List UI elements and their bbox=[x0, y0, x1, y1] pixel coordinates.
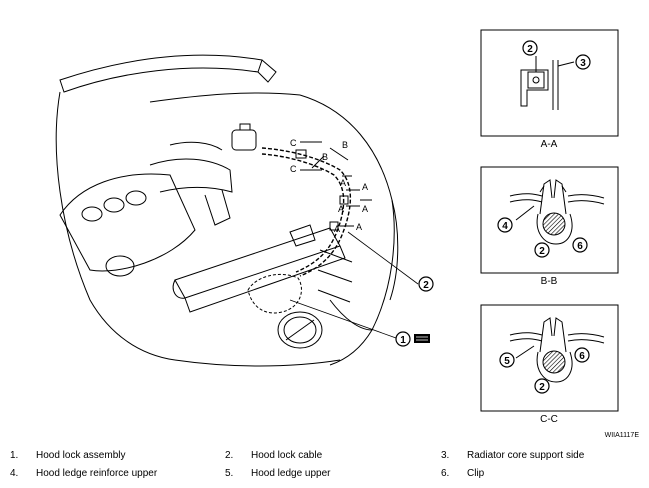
figure-reference: WIIA1117E bbox=[604, 432, 639, 439]
callout-lock-assembly: 1 bbox=[395, 331, 430, 347]
lubricate-symbol-icon bbox=[414, 334, 430, 343]
svg-text:6: 6 bbox=[577, 241, 583, 252]
parts-legend: 1.Hood lock assembly 2.Hood lock cable 3… bbox=[10, 450, 585, 479]
section-c-c: 5 2 6 C-C bbox=[480, 304, 619, 425]
section-letter-a-4: A bbox=[362, 204, 368, 214]
section-letter-c-top: C bbox=[290, 138, 297, 148]
section-label-b-b: B-B bbox=[541, 276, 558, 287]
section-letter-a-5: A bbox=[334, 224, 340, 234]
section-letter-b-right: B bbox=[342, 140, 348, 150]
svg-text:2: 2 bbox=[527, 44, 533, 55]
svg-text:3: 3 bbox=[580, 58, 586, 69]
section-letter-a-6: A bbox=[356, 222, 362, 232]
callout-cable-main: 2 bbox=[418, 276, 434, 292]
section-letter-a-2: A bbox=[362, 182, 368, 192]
engine-bay-diagram: C C B B A A A A A A 2 1 bbox=[55, 29, 619, 425]
svg-text:4: 4 bbox=[502, 221, 508, 232]
section-letter-a-1: A bbox=[340, 178, 346, 188]
section-letter-b-left: B bbox=[322, 152, 328, 162]
section-letter-c-bottom: C bbox=[290, 164, 297, 174]
svg-text:1: 1 bbox=[400, 335, 406, 346]
section-label-a-a: A-A bbox=[541, 139, 558, 150]
section-b-b: 4 2 6 B-B bbox=[480, 166, 619, 287]
svg-text:2: 2 bbox=[539, 382, 545, 393]
section-label-c-c: C-C bbox=[540, 414, 558, 425]
section-letter-a-3: A bbox=[338, 204, 344, 214]
svg-text:5: 5 bbox=[504, 356, 510, 367]
section-letters: C C B B A A A A A A bbox=[290, 138, 368, 234]
leader-lines bbox=[289, 231, 419, 339]
svg-text:6: 6 bbox=[579, 351, 585, 362]
section-a-a: 2 3 A-A bbox=[480, 29, 619, 150]
svg-text:2: 2 bbox=[423, 280, 429, 291]
svg-text:2: 2 bbox=[539, 246, 545, 257]
engine-bay-illustration bbox=[55, 54, 399, 367]
